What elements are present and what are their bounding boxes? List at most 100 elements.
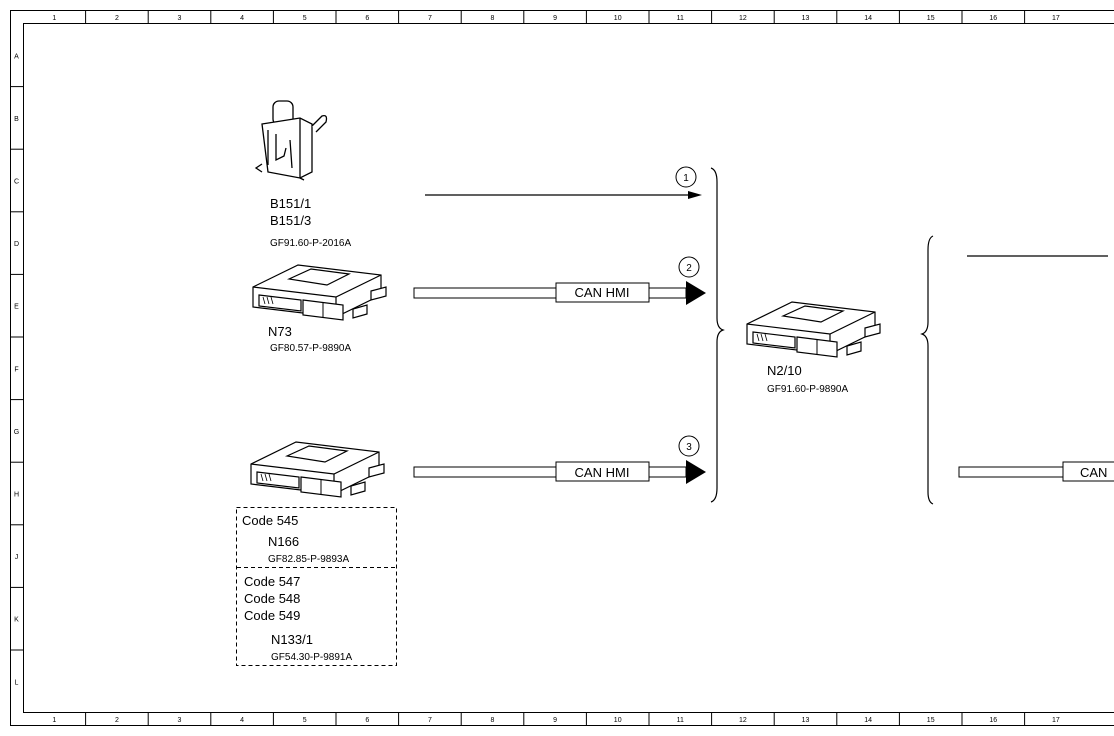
bus-line-2: [413, 287, 557, 299]
left-brace: [920, 235, 934, 505]
grid-column-label: 12: [739, 717, 747, 724]
grid-column-label: 12: [739, 15, 747, 22]
arrowhead-3: [686, 460, 706, 484]
grid-column-label: 13: [802, 717, 810, 724]
grid-column-label: 6: [365, 15, 369, 22]
ecu-pin: [764, 333, 768, 342]
ecu-pin: [270, 296, 274, 305]
grid-column-label: 13: [802, 15, 810, 22]
grid-column-label: 17: [1052, 717, 1060, 724]
n2-10-control-unit-icon: [746, 301, 881, 358]
grid-column-label: 4: [240, 717, 244, 724]
right-bus-line: [958, 466, 1064, 478]
grid-column-label: 11: [677, 15, 684, 22]
grid-column-label: 5: [303, 15, 307, 22]
n73-name: N73: [268, 324, 292, 339]
ecu-connector: [256, 471, 300, 489]
grid-row-label: D: [14, 241, 19, 248]
grid-column-label: 14: [864, 15, 872, 22]
ecu-connector: [752, 331, 796, 349]
grid-column-label: 1: [52, 15, 56, 22]
b151-switch-icon: [254, 100, 328, 181]
grid-row-label: F: [14, 366, 18, 373]
bus-label-3: CAN HMI: [575, 465, 630, 480]
n73-control-unit-icon: [252, 264, 387, 321]
grid-column-label: 9: [553, 717, 557, 724]
grid-row-label: L: [15, 679, 19, 686]
bus-line-2b: [648, 287, 687, 299]
grid-column-label: 17: [1052, 15, 1060, 22]
n133-ref: GF54.30-P-9891A: [271, 652, 352, 663]
ecu-connector: [258, 294, 302, 312]
bus-label-2: CAN HMI: [575, 285, 630, 300]
grid-row-label: B: [14, 116, 19, 123]
callout-number-2: 2: [686, 263, 692, 274]
ecu-mount-tab: [864, 323, 881, 338]
grid-column-label: 8: [491, 15, 495, 22]
b151-label-1: B151/1: [270, 196, 311, 211]
grid-column-label: 15: [927, 15, 935, 22]
ecu-pin: [260, 473, 264, 482]
grid-column-label: 7: [428, 717, 432, 724]
grid-row-label: E: [14, 304, 19, 311]
grid-row-label: G: [14, 429, 19, 436]
b151-label-2: B151/3: [270, 213, 311, 228]
bus-line-3: [413, 466, 557, 478]
grid-column-label: 8: [491, 717, 495, 724]
ecu-mount-tab: [350, 481, 366, 496]
callout-number-1: 1: [683, 173, 689, 184]
code-variant-box: [236, 507, 397, 666]
ecu-label-plate: [286, 268, 352, 286]
grid-row-label: A: [14, 53, 19, 60]
n2-10-ref: GF91.60-P-9890A: [767, 384, 848, 395]
ecu-pin: [262, 296, 266, 305]
ecu-pin: [756, 333, 760, 342]
n73-ref: GF80.57-P-9890A: [270, 343, 351, 354]
grid-column-label: 10: [614, 717, 622, 724]
ecu-pin: [264, 473, 268, 482]
code-545-label: Code 545: [242, 513, 298, 528]
grid-row-label: C: [14, 179, 19, 186]
grid-column-label: 14: [864, 717, 872, 724]
arrowhead-1: [688, 191, 702, 199]
grid-column-label: 5: [303, 717, 307, 724]
ecu-label-plate: [284, 445, 350, 463]
grid-column-label: 11: [677, 717, 684, 724]
grid-column-label: 16: [989, 15, 997, 22]
grid-column-label: 1: [52, 717, 56, 724]
b151-ref: GF91.60-P-2016A: [270, 238, 351, 249]
grid-column-label: 2: [115, 15, 119, 22]
right-bus-label-box: [1062, 461, 1114, 482]
grid-column-label: 3: [178, 717, 182, 724]
ecu-mount-tab: [368, 463, 385, 478]
ecu-mount-tab: [352, 304, 368, 319]
n133-name: N133/1: [271, 632, 313, 647]
n2-10-name: N2/10: [767, 363, 802, 378]
callout-circle-3: [678, 435, 700, 457]
grid-column-label: 3: [178, 15, 182, 22]
grid-column-label: 7: [428, 15, 432, 22]
grid-column-label: 16: [989, 717, 997, 724]
code-547-label: Code 547: [244, 574, 300, 589]
ecu-label-plate: [780, 305, 846, 323]
grid-column-label: 10: [614, 15, 622, 22]
grid-column-label: 4: [240, 15, 244, 22]
ecu-pin: [760, 333, 764, 342]
grid-column-label: 6: [365, 717, 369, 724]
inner-frame: [23, 23, 1114, 713]
ecu-pin: [268, 473, 272, 482]
grid-column-label: 15: [927, 717, 935, 724]
code-549-label: Code 549: [244, 608, 300, 623]
outer-frame: [10, 10, 1114, 726]
n166-ref: GF82.85-P-9893A: [268, 554, 349, 565]
callout-number-3: 3: [686, 442, 692, 453]
grid-column-label: 2: [115, 717, 119, 724]
ecu-pin: [266, 296, 270, 305]
grid-row-label: H: [14, 492, 19, 499]
right-bus-label: CAN: [1080, 465, 1107, 480]
right-brace: [710, 167, 725, 503]
grid-column-label: 9: [553, 15, 557, 22]
